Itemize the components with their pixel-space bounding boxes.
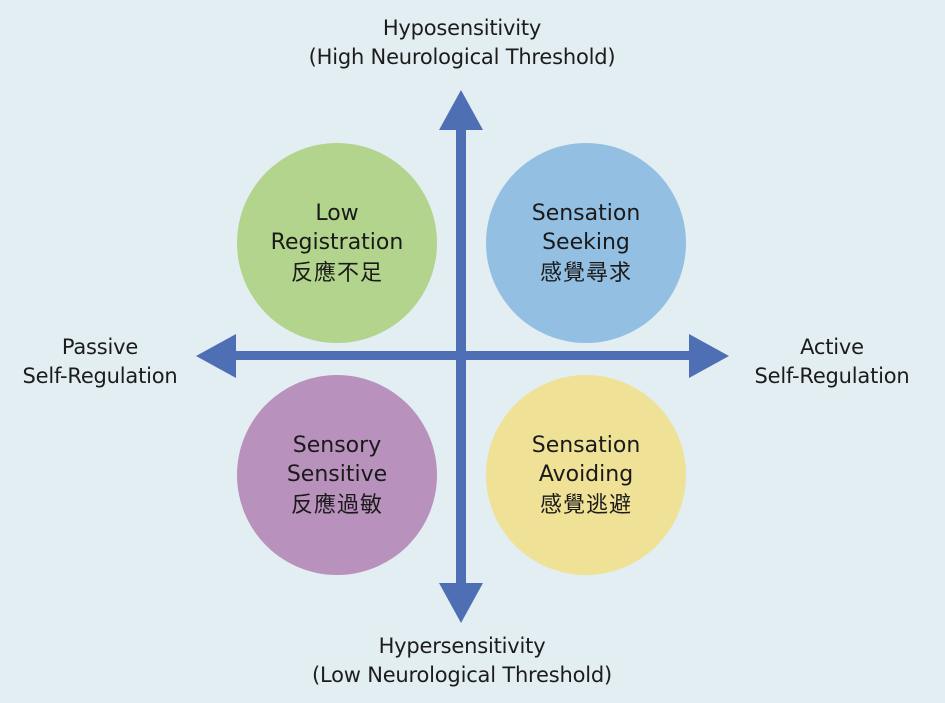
quadrant-sensation-seeking: Sensation Seeking 感覺尋求 xyxy=(486,143,686,343)
quadrant-sensory-sensitive: Sensory Sensitive 反應過敏 xyxy=(237,375,437,575)
quadrant-chinese-label: 感覺尋求 xyxy=(539,260,632,286)
left-axis-title: Passive xyxy=(61,335,139,359)
horizontal-axis-line xyxy=(228,351,693,360)
bottom-axis-title: Hypersensitivity xyxy=(378,634,546,658)
left-axis-subtitle: Self-Regulation xyxy=(22,364,178,388)
quadrant-title-line1: Sensation xyxy=(531,200,641,226)
bottom-axis-subtitle: (Low Neurological Threshold) xyxy=(311,663,613,687)
right-arrow-icon xyxy=(689,334,729,378)
quadrant-chinese-label: 反應過敏 xyxy=(290,492,383,518)
top-axis-label: Hyposensitivity (High Neurological Thres… xyxy=(232,14,692,72)
left-axis-label: Passive Self-Regulation xyxy=(0,333,200,391)
quadrant-chinese-label: 感覺逃避 xyxy=(539,492,632,518)
quadrant-title-line1: Sensory xyxy=(292,432,382,458)
right-axis-label: Active Self-Regulation xyxy=(732,333,932,391)
right-axis-subtitle: Self-Regulation xyxy=(754,364,910,388)
top-axis-subtitle: (High Neurological Threshold) xyxy=(308,45,616,69)
up-arrow-icon xyxy=(439,90,483,130)
down-arrow-icon xyxy=(439,583,483,623)
right-axis-title: Active xyxy=(800,335,864,359)
quadrant-sensation-avoiding: Sensation Avoiding 感覺逃避 xyxy=(486,375,686,575)
top-axis-title: Hyposensitivity xyxy=(382,16,542,40)
left-arrow-icon xyxy=(196,334,236,378)
quadrant-title-line2: Avoiding xyxy=(538,461,634,487)
quadrant-chinese-label: 反應不足 xyxy=(290,260,383,286)
bottom-axis-label: Hypersensitivity (Low Neurological Thres… xyxy=(232,632,692,690)
quadrant-title-line2: Seeking xyxy=(542,229,630,255)
quadrant-low-registration: Low Registration 反應不足 xyxy=(237,143,437,343)
quadrant-title-line2: Sensitive xyxy=(286,461,388,487)
quadrant-title-line1: Sensation xyxy=(531,432,641,458)
quadrant-title-line1: Low xyxy=(315,200,359,226)
quadrant-title-line2: Registration xyxy=(270,229,404,255)
